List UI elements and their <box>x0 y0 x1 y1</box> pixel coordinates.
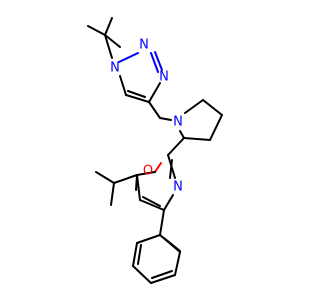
bond <box>179 130 185 139</box>
bond <box>87 25 106 36</box>
methylene-linker <box>148 101 172 121</box>
bond <box>148 82 161 103</box>
atom-label-n3: N <box>159 70 169 85</box>
bond <box>154 51 163 71</box>
bond <box>104 34 113 59</box>
bond <box>104 17 113 36</box>
bond <box>148 101 161 119</box>
bond <box>104 34 121 48</box>
molecule-diagram: N N N N O N <box>0 0 300 300</box>
bond <box>127 90 146 98</box>
oxazole-ring <box>135 154 176 211</box>
pyrrolidine-ring <box>179 99 223 141</box>
bond <box>118 52 139 63</box>
bond <box>159 209 165 236</box>
bond <box>159 117 172 121</box>
bond <box>142 196 161 207</box>
bond <box>183 137 211 141</box>
atom-label-n4: N <box>173 115 183 130</box>
phenyl-ring <box>132 209 181 284</box>
bond <box>202 99 223 116</box>
bond <box>125 94 150 103</box>
bond <box>110 182 115 206</box>
bond <box>154 162 162 173</box>
bond <box>209 114 223 141</box>
bond <box>169 159 173 179</box>
tert-butyl-group <box>87 17 121 59</box>
bond <box>136 171 156 176</box>
bond <box>150 274 176 284</box>
bond <box>163 194 174 211</box>
bond <box>167 137 185 156</box>
bond <box>132 242 138 267</box>
bond <box>119 75 127 96</box>
bond <box>163 237 181 252</box>
bond <box>151 270 173 279</box>
atom-label-n5: N <box>173 180 183 195</box>
background <box>0 0 300 300</box>
isopropyl-group <box>95 171 138 206</box>
bond <box>139 199 165 211</box>
bond <box>113 174 138 184</box>
bond <box>136 234 161 244</box>
bond <box>132 265 152 284</box>
atom-label-o1: O <box>143 164 153 179</box>
bond <box>137 244 142 265</box>
atom-label-n2: N <box>139 38 149 53</box>
bond <box>174 251 181 276</box>
bond <box>136 174 141 201</box>
triazole-ring <box>118 51 163 103</box>
bond <box>95 171 115 184</box>
atom-label-n1: N <box>110 61 120 76</box>
bond <box>184 99 204 114</box>
bond <box>150 52 159 73</box>
